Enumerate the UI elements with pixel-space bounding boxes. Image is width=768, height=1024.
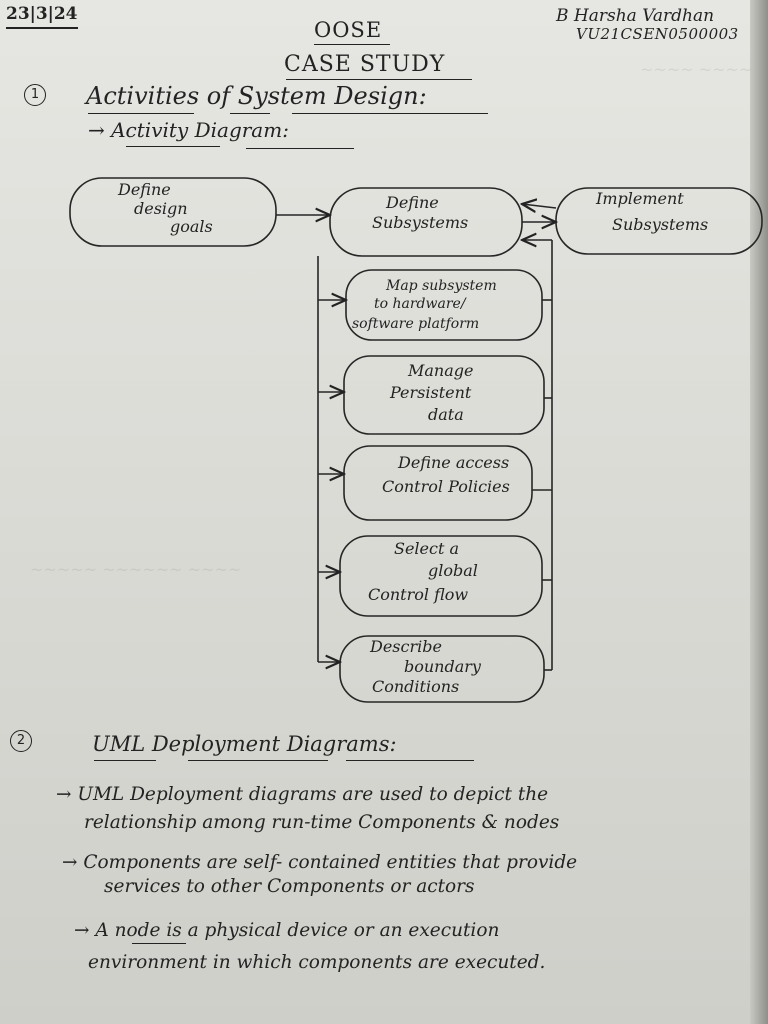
edge-implement-to-subsystems	[522, 204, 557, 208]
section2-heading: UML Deployment Diagrams:	[92, 732, 397, 756]
author-id: VU21CSEN0500003	[576, 25, 739, 43]
section-number-1: 1	[24, 84, 46, 106]
heading-underline	[94, 760, 156, 761]
node-text: Manage	[407, 361, 473, 380]
notebook-gutter	[750, 0, 768, 1024]
heading-underline	[292, 113, 488, 114]
node-text: Describe	[369, 637, 442, 656]
body-line: services to other Components or actors	[104, 876, 475, 897]
author-name: B Harsha Vardhan	[556, 6, 715, 26]
node-text: Control Policies	[382, 477, 510, 496]
node-text: Implement	[595, 189, 684, 208]
node-text: Subsystems	[612, 215, 708, 234]
heading-underline	[230, 113, 270, 114]
node-access-control	[343, 445, 533, 521]
bleed-through: ~~~~~ ~~~~~~ ~~~~	[30, 560, 242, 579]
node-text: data	[428, 405, 464, 424]
body-line: → UML Deployment diagrams are used to de…	[56, 784, 549, 805]
node-text: goals	[170, 217, 213, 236]
body-line: → Components are self- contained entitie…	[62, 852, 578, 873]
node-text: Define	[117, 180, 171, 199]
heading-underline	[88, 113, 194, 114]
node-text: Map subsystem	[385, 278, 497, 294]
body-line: → A node is a physical device or an exec…	[74, 920, 500, 941]
word-underline	[132, 943, 186, 944]
node-text: design	[134, 199, 188, 218]
node-text: Select a	[394, 539, 459, 558]
body-line: relationship among run-time Components &…	[84, 812, 560, 833]
section1-heading: Activities of System Design:	[86, 82, 427, 110]
subheading-underline	[246, 148, 354, 149]
node-text: Control flow	[368, 585, 468, 604]
node-text: Define	[385, 193, 439, 212]
date-underline	[6, 27, 78, 29]
node-text: software platform	[352, 316, 479, 332]
node-text: to hardware/	[374, 296, 467, 312]
node-text: global	[428, 561, 478, 580]
bleed-through: ~~~~ ~~~~	[640, 60, 753, 79]
section-number-2: 2	[10, 730, 32, 752]
date: 23|3|24	[6, 4, 78, 24]
subheading-underline	[126, 146, 220, 147]
node-text: Conditions	[372, 677, 459, 696]
node-text: Subsystems	[372, 213, 468, 232]
title-underline	[286, 79, 472, 80]
subject-underline	[314, 44, 390, 45]
heading-underline	[346, 760, 474, 761]
node-text: Define access	[397, 453, 509, 472]
node-text: boundary	[404, 657, 482, 676]
body-line: environment in which components are exec…	[88, 952, 546, 973]
node-text: Persistent	[389, 383, 472, 402]
node-define-design-goals	[69, 177, 277, 247]
heading-underline	[188, 760, 328, 761]
section1-subheading: → Activity Diagram:	[88, 118, 289, 142]
page-title: CASE STUDY	[284, 52, 446, 77]
subject-title: OOSE	[314, 18, 383, 42]
